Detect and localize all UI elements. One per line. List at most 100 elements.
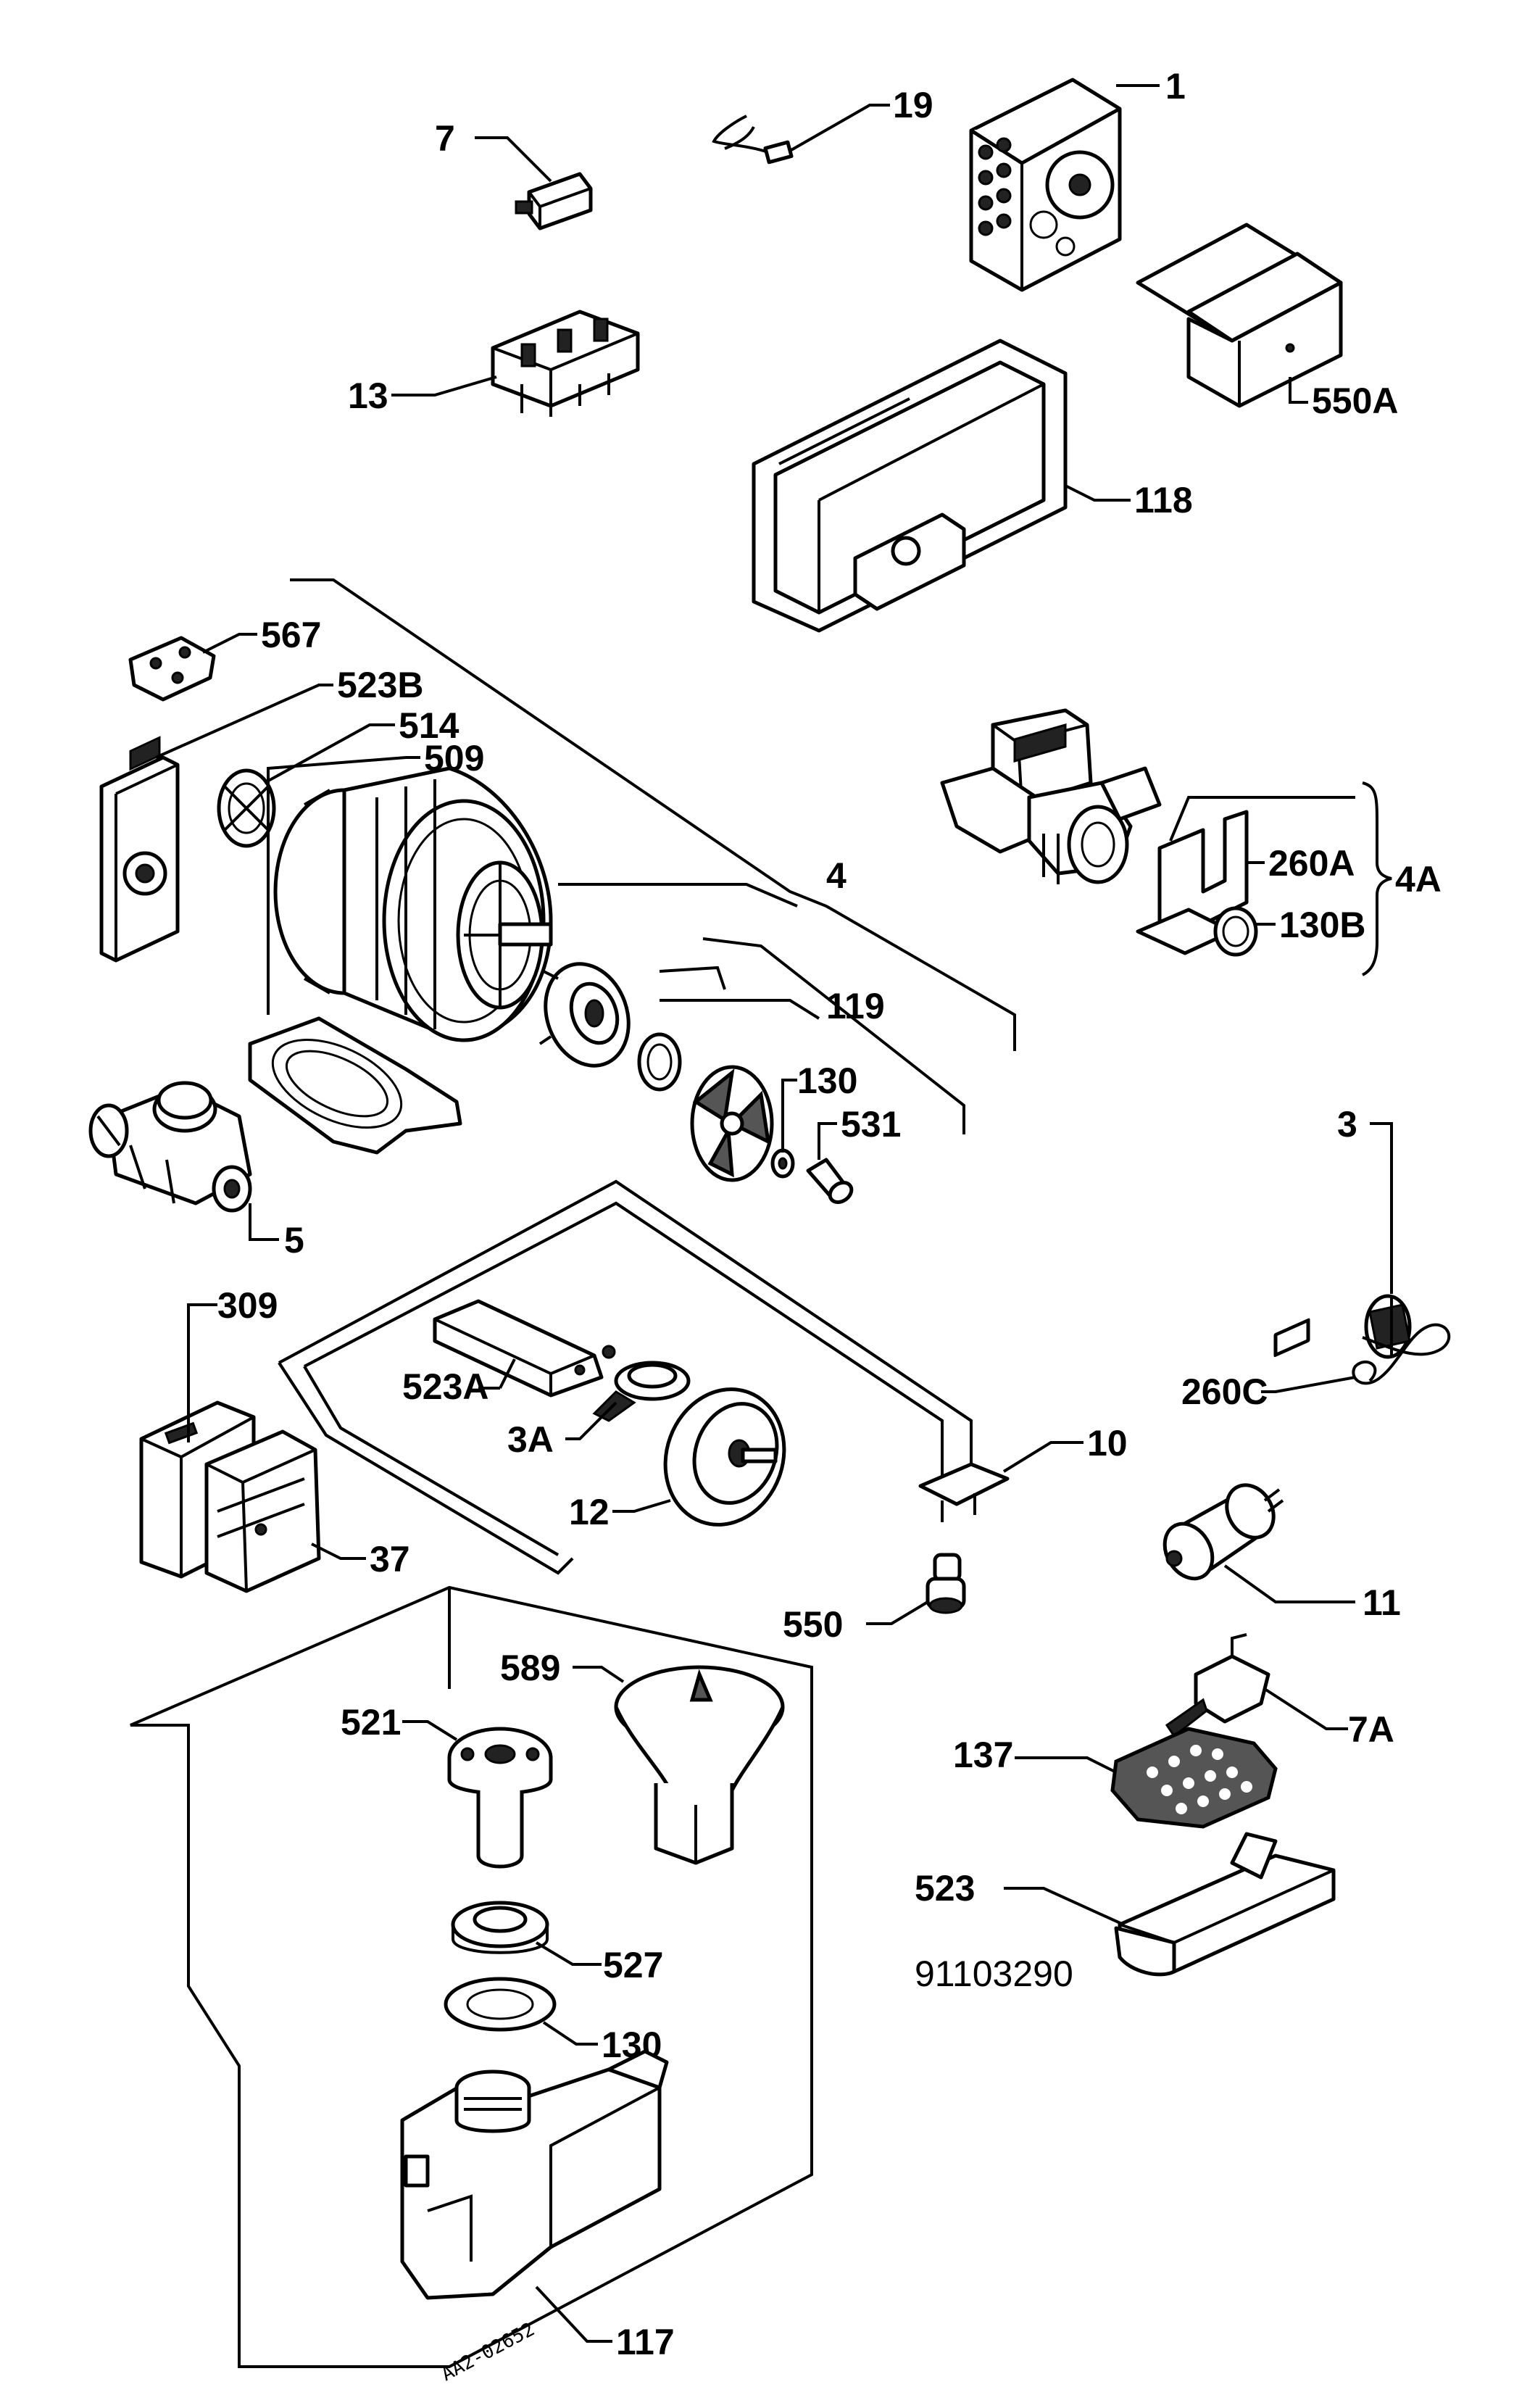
label-260C: 260C	[1181, 1371, 1268, 1412]
part-130B-oring	[1213, 906, 1258, 957]
leader-11	[1223, 1564, 1355, 1603]
part-527-nut	[451, 1901, 549, 1954]
label-7: 7	[435, 118, 455, 159]
part-550A-box	[1136, 223, 1343, 408]
part-523A-bracket	[433, 1299, 616, 1398]
label-523: 523	[915, 1868, 975, 1909]
label-5: 5	[284, 1220, 304, 1261]
label-118: 118	[1134, 480, 1193, 520]
part-bearing-flange	[538, 962, 631, 1068]
part-509-motor	[273, 766, 553, 1042]
label-117: 117	[616, 2322, 675, 2362]
label-3: 3	[1337, 1104, 1357, 1145]
leader-7	[475, 136, 552, 183]
leader-117	[535, 2285, 612, 2343]
label-309: 309	[217, 1285, 278, 1326]
label-4: 4	[826, 855, 847, 896]
part-514-ring	[217, 768, 276, 848]
label-3A: 3A	[507, 1419, 554, 1460]
leader-523B	[155, 684, 333, 759]
leader-550A	[1289, 377, 1308, 404]
part-130-gasket	[444, 1977, 557, 2032]
leader-119	[659, 966, 820, 1020]
label-509: 509	[424, 738, 484, 779]
label-567: 567	[261, 615, 321, 655]
part-567-plate	[128, 636, 216, 702]
part-509-base-plate	[248, 1016, 462, 1155]
label-12: 12	[569, 1492, 610, 1532]
part-117-sump	[400, 2049, 669, 2300]
part-523-tray	[1114, 1318, 1336, 1977]
group-line-119	[702, 937, 965, 1134]
stamp-code: AA2-02652	[438, 2319, 538, 2386]
leader-309	[187, 1303, 217, 1442]
label-119: 119	[826, 986, 885, 1026]
leader-10	[1002, 1441, 1083, 1473]
label-13: 13	[348, 375, 388, 416]
leader-7A	[1263, 1687, 1348, 1730]
label-521: 521	[341, 1702, 401, 1743]
leader-531	[818, 1122, 837, 1160]
label-514: 514	[399, 705, 459, 746]
label-531: 531	[841, 1104, 901, 1145]
part-119-oring	[637, 1032, 682, 1092]
label-523B: 523B	[337, 665, 424, 705]
leader-523A	[478, 1358, 516, 1390]
part-1-timer	[969, 78, 1122, 292]
label-550: 550	[783, 1604, 843, 1645]
leader-19	[789, 104, 890, 152]
label-4A: 4A	[1395, 859, 1442, 900]
label-550A: 550A	[1312, 381, 1399, 421]
part-589-funnel	[614, 1665, 785, 1865]
leader-4	[558, 883, 798, 908]
leader-130b	[542, 2021, 598, 2046]
part-7A-microswitch	[1165, 1633, 1270, 1738]
label-7A: 7A	[1348, 1709, 1394, 1750]
part-19-wire	[712, 115, 794, 165]
part-valve-assembly	[940, 708, 1162, 884]
part-550-plug	[926, 1553, 966, 1614]
label-260A: 260A	[1268, 843, 1355, 884]
part-37-block	[204, 1429, 321, 1593]
label-589: 589	[500, 1648, 560, 1688]
leader-509	[267, 756, 420, 1015]
part-130-washer	[770, 1148, 795, 1179]
leader-527	[535, 1941, 602, 1966]
leader-260A-top	[1169, 796, 1355, 842]
part-523B-plate	[99, 736, 180, 963]
part-13-switch-block	[491, 310, 640, 417]
leader-514	[264, 723, 395, 784]
label-37: 37	[370, 1539, 410, 1579]
label-527: 527	[603, 1945, 663, 1985]
leader-589	[573, 1666, 625, 1683]
sump-frame	[130, 1585, 813, 2368]
part-531-screw	[806, 1158, 854, 1204]
part-260C-chain	[1352, 1323, 1451, 1385]
part-10-heater	[278, 1179, 1010, 1575]
drawing-code: 91103290	[915, 1954, 1073, 1994]
leader-3	[1370, 1122, 1393, 1294]
leader-118	[1065, 484, 1131, 502]
label-523A: 523A	[402, 1366, 489, 1407]
leader-5	[249, 1203, 279, 1241]
part-impeller	[690, 1065, 774, 1182]
part-137-filter	[1110, 1727, 1278, 1829]
leader-130a	[781, 1079, 797, 1153]
leader-523	[1004, 1887, 1124, 1926]
part-118-housing	[752, 339, 1068, 633]
part-11-capacitor	[1162, 1483, 1284, 1581]
leader-37	[311, 1543, 366, 1560]
brace-4A	[1362, 781, 1392, 976]
label-19: 19	[893, 85, 933, 125]
part-7-switch	[515, 172, 593, 231]
part-521-cap	[447, 1727, 553, 1869]
label-1: 1	[1165, 66, 1186, 107]
leader-567	[202, 633, 257, 654]
leader-137	[1015, 1756, 1117, 1774]
leader-13	[391, 375, 497, 397]
label-137: 137	[953, 1735, 1013, 1775]
label-130a: 130	[797, 1060, 857, 1101]
leader-521	[402, 1720, 458, 1741]
leader-3A	[565, 1401, 617, 1440]
